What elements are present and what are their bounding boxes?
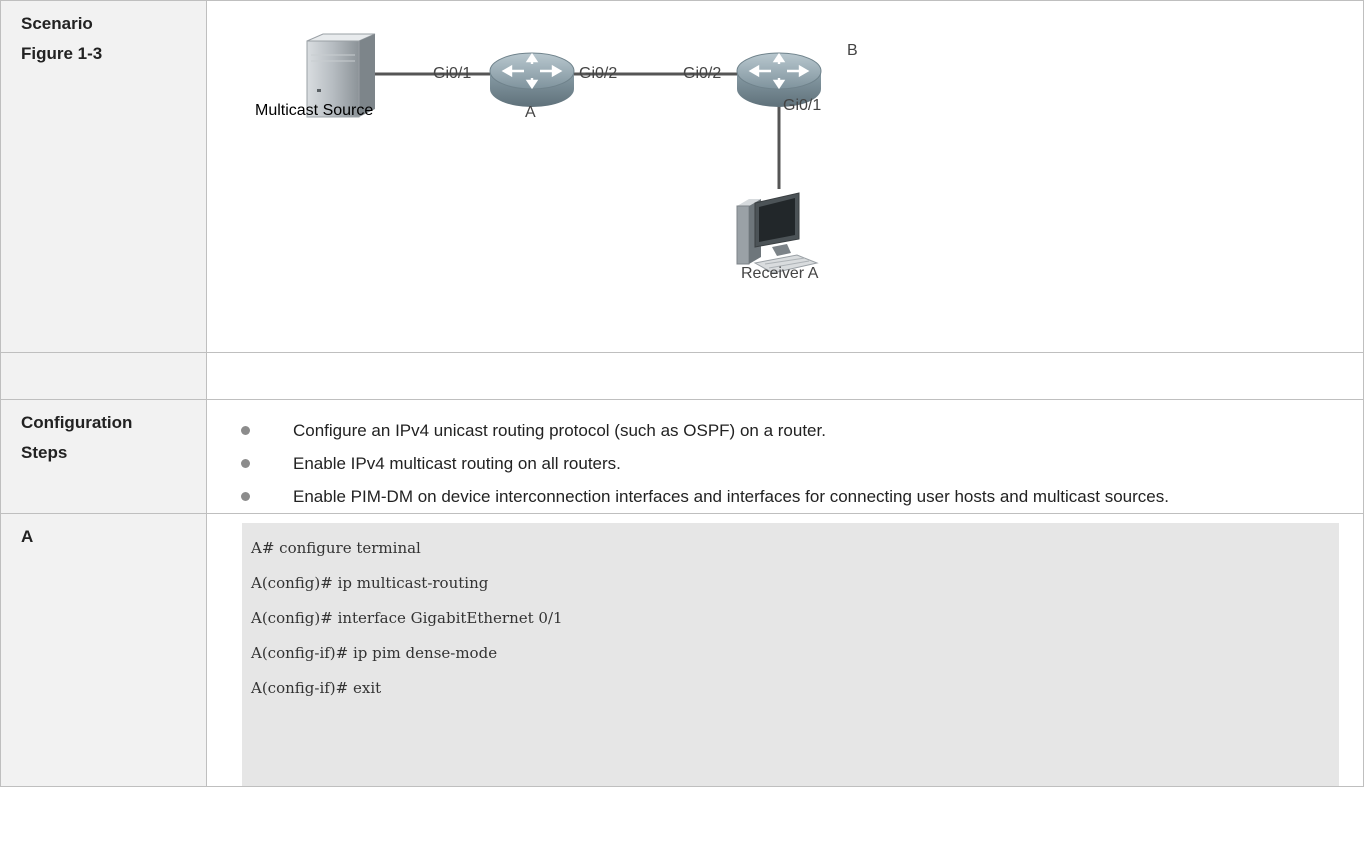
device-a-code-cell: A# configure terminal A(config)# ip mult… xyxy=(206,513,1364,787)
empty-label-cell xyxy=(0,352,207,400)
figure-cell: Gi0/1 Gi0/2 Gi0/2 Gi0/1 B A Multicast So… xyxy=(206,0,1364,353)
steps-cell: Configure an IPv4 unicast routing protoc… xyxy=(206,399,1364,514)
code-line: A(config)# ip multicast-routing xyxy=(251,574,489,592)
router-a-icon xyxy=(489,52,575,107)
scenario-label: Scenario xyxy=(21,14,93,33)
steps-list: Configure an IPv4 unicast routing protoc… xyxy=(207,400,1363,513)
steps-label-cell: Configuration Steps xyxy=(0,399,207,514)
step-text: Enable PIM-DM on device interconnection … xyxy=(293,487,1169,506)
router-a-label: A xyxy=(525,104,536,121)
port-a-gi0-1: Gi0/1 xyxy=(433,65,472,82)
port-a-gi0-2: Gi0/2 xyxy=(579,65,618,82)
router-b-icon xyxy=(736,52,822,107)
figure-number-label: Figure 1-3 xyxy=(21,44,103,63)
topology-diagram xyxy=(306,33,822,274)
bullet-icon xyxy=(241,459,250,468)
scenario-label-cell: Scenario Figure 1-3 xyxy=(0,0,207,353)
workstation-icon xyxy=(736,192,819,274)
network-topology-figure: Gi0/1 Gi0/2 Gi0/2 Gi0/1 B A Multicast So… xyxy=(207,1,1363,344)
step-text: Configure an IPv4 unicast routing protoc… xyxy=(293,421,826,440)
device-a-label-cell: A xyxy=(0,513,207,787)
code-line: A(config)# interface GigabitEthernet 0/1 xyxy=(251,609,563,627)
code-line: A(config-if)# exit xyxy=(251,679,382,697)
configuration-label: Configuration xyxy=(21,413,133,432)
scenario-table: Scenario Figure 1-3 xyxy=(0,0,1364,787)
config-code-block: A# configure terminal A(config)# ip mult… xyxy=(242,523,1339,786)
receiver-a-label: Receiver A xyxy=(741,265,819,282)
multicast-source-label: Multicast Source xyxy=(255,102,374,119)
router-b-label: B xyxy=(847,42,858,59)
device-a-label: A xyxy=(21,527,34,546)
steps-label: Steps xyxy=(21,443,68,462)
server-icon xyxy=(306,33,376,118)
bullet-icon xyxy=(241,426,250,435)
code-line: A# configure terminal xyxy=(251,539,421,557)
bullet-icon xyxy=(241,492,250,501)
step-item: Configure an IPv4 unicast routing protoc… xyxy=(241,414,1339,447)
code-line: A(config-if)# ip pim dense-mode xyxy=(251,644,498,662)
port-b-gi0-1: Gi0/1 xyxy=(783,97,822,114)
step-item: Enable IPv4 multicast routing on all rou… xyxy=(241,447,1339,480)
empty-value-cell xyxy=(206,352,1364,400)
port-b-gi0-2: Gi0/2 xyxy=(683,65,722,82)
step-text: Enable IPv4 multicast routing on all rou… xyxy=(293,454,621,473)
step-item: Enable PIM-DM on device interconnection … xyxy=(241,480,1339,513)
